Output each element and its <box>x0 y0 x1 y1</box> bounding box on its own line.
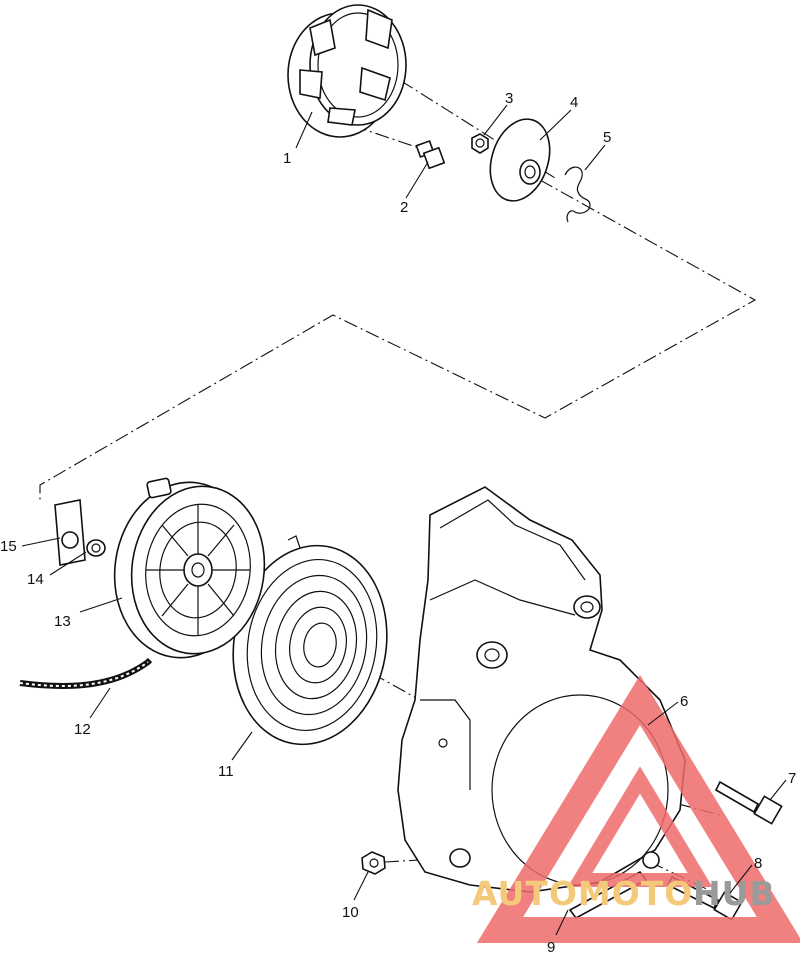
watermark: AUTOMOTO HUB <box>472 674 800 943</box>
callout-13: 13 <box>54 613 71 630</box>
watermark-triangle-icon <box>476 674 800 943</box>
part-14-bushing <box>86 539 106 557</box>
watermark-text-hub: HUB <box>693 874 776 913</box>
callout-1: 1 <box>283 150 291 167</box>
part-6-starter-housing <box>397 486 686 893</box>
callout-11: 11 <box>218 763 234 780</box>
callout-6: 6 <box>680 693 688 710</box>
part-3-nut <box>471 133 489 154</box>
callout-3: 3 <box>505 90 513 107</box>
callout-7: 7 <box>788 770 796 787</box>
callout-12: 12 <box>74 721 91 738</box>
part-7-bolt <box>714 780 783 825</box>
callout-15: 15 <box>0 538 17 555</box>
part-13-pulley <box>113 477 266 659</box>
callout-10: 10 <box>342 904 359 921</box>
part-10-nut <box>361 851 386 875</box>
part-12-rope <box>19 657 153 689</box>
callout-labels: 1 2 3 4 5 6 7 8 9 10 11 12 13 14 15 <box>0 90 796 956</box>
callout-2: 2 <box>400 199 408 216</box>
callout-4: 4 <box>570 94 578 111</box>
leader-lines <box>21 104 787 936</box>
callout-14: 14 <box>27 571 44 588</box>
callout-8: 8 <box>754 855 762 872</box>
part-5-clip <box>564 166 591 223</box>
part-1-starter-cup <box>287 4 407 138</box>
part-2-bolt <box>415 139 446 170</box>
watermark-text-automoto: AUTOMOTO <box>472 874 693 913</box>
callout-9: 9 <box>547 939 555 956</box>
part-15-bracket <box>54 499 86 566</box>
watermark-inner-triangle-icon <box>567 766 713 887</box>
part-4-plate <box>489 118 551 202</box>
callout-5: 5 <box>603 129 611 146</box>
